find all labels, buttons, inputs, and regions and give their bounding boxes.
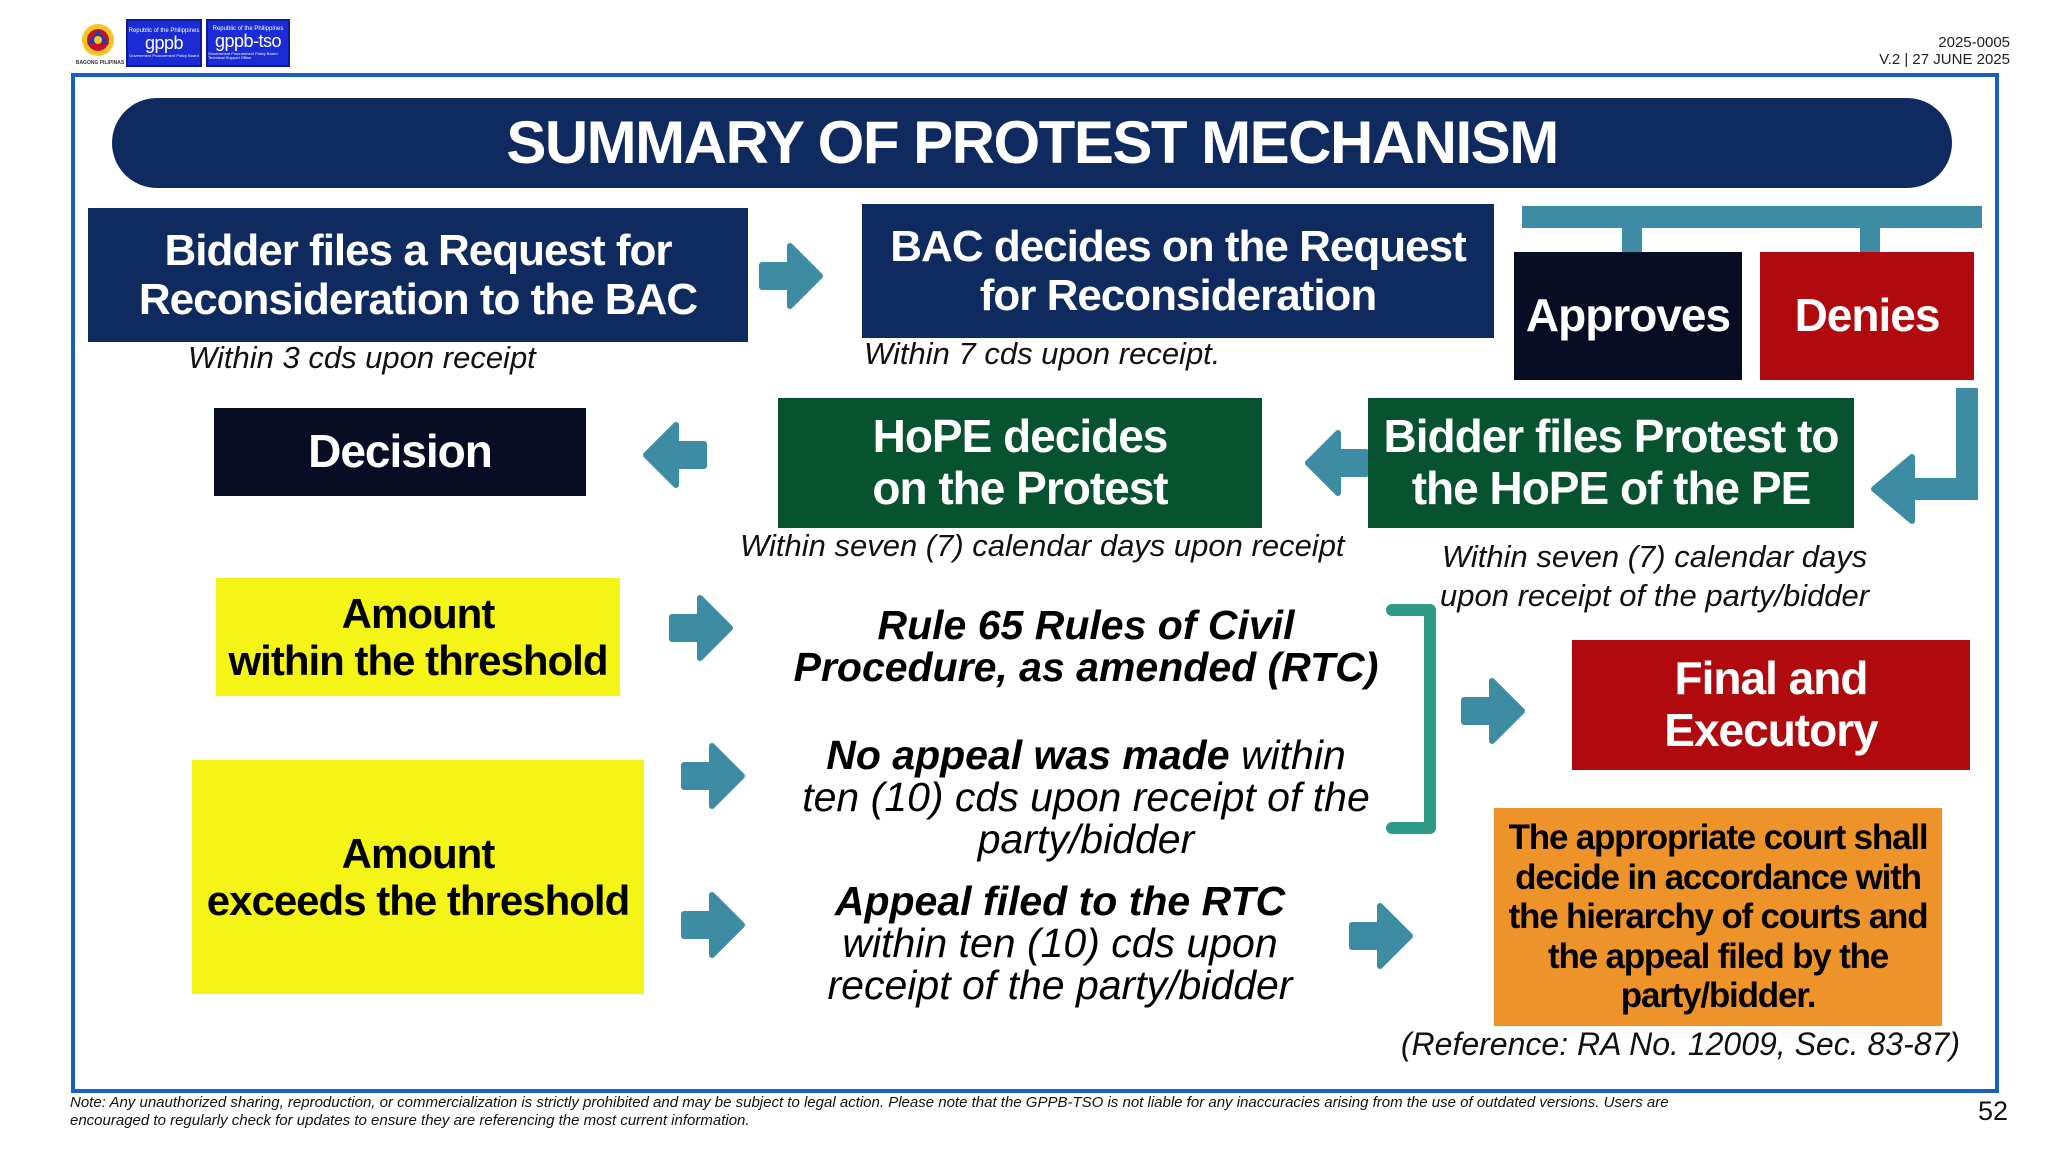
exceeds-threshold-box: Amount exceeds the threshold xyxy=(192,760,644,994)
page-title: SUMMARY OF PROTEST MECHANISM xyxy=(112,98,1952,188)
bac-decides-line2: for Reconsideration xyxy=(979,271,1378,320)
gppb-tso-logo-bottom: Government Procurement Policy Board Tech… xyxy=(208,50,278,60)
within-threshold-line1: Amount xyxy=(341,589,496,637)
court-line5: party/bidder. xyxy=(1620,976,1817,1016)
main-frame xyxy=(71,73,1999,1093)
approves-box: Approves xyxy=(1514,252,1742,380)
gppb-tso-logo-top: Republic of the Philippines xyxy=(212,26,284,33)
doc-version: V.2 | 27 JUNE 2025 xyxy=(1879,51,2010,68)
bagong-pilipinas-caption: BAGONG PILIPINAS xyxy=(75,60,125,66)
reference-text: (Reference: RA No. 12009, Sec. 83-87) xyxy=(1400,1026,1960,1062)
final-executory-box: Final and Executory xyxy=(1572,640,1970,770)
bac-timeline-caption: Within 7 cds upon receipt. xyxy=(864,336,1221,371)
footer-note-line1: Note: Any unauthorized sharing, reproduc… xyxy=(70,1094,1669,1111)
request-reconsideration-box: Bidder files a Request for Reconsiderati… xyxy=(88,208,748,342)
protest-timeline-caption: Within seven (7) calendar days upon rece… xyxy=(1440,538,1869,616)
arrow-down-left-icon xyxy=(1871,388,1978,524)
bac-decides-box: BAC decides on the Request for Reconside… xyxy=(862,204,1494,338)
no-appeal-bold: No appeal was made xyxy=(826,732,1230,778)
no-appeal-line3: party/bidder xyxy=(977,816,1195,863)
hope-decides-line2: on the Protest xyxy=(872,462,1168,514)
rule65-line2: Procedure, as amended (RTC) xyxy=(793,644,1379,691)
court-line4: the appeal filed by the xyxy=(1548,936,1889,976)
gppb-logo-top: Republic of the Philippines xyxy=(128,28,200,35)
gppb-tso-logo-name: gppb-tso xyxy=(214,31,282,52)
no-appeal-line2: ten (10) cds upon receipt of the xyxy=(802,774,1370,821)
rule65-line1: Rule 65 Rules of Civil xyxy=(877,602,1295,648)
bac-decides-line1: BAC decides on the Request xyxy=(890,221,1466,271)
gppb-tso-logo: Republic of the Philippines gppb-tso Gov… xyxy=(206,19,290,67)
page-number: 52 xyxy=(1977,1096,2008,1126)
appeal-bold: Appeal filed to the RTC xyxy=(834,878,1286,924)
rule65-text: Rule 65 Rules of Civil Procedure, as ame… xyxy=(766,602,1406,691)
bracket-icon xyxy=(1386,604,1436,834)
gppb-logo-name: gppb xyxy=(144,33,184,54)
final-executory-line2: Executory xyxy=(1664,704,1878,756)
arrow-right-icon xyxy=(684,895,742,955)
arrow-left-icon xyxy=(1308,433,1366,493)
doc-code: 2025-0005 xyxy=(1938,34,2010,51)
seal-icon xyxy=(76,18,120,70)
protest-to-hope-line1: Bidder files Protest to xyxy=(1383,410,1840,463)
header-logos: BAGONG PILIPINAS Republic of the Philipp… xyxy=(72,18,292,70)
footer-note: Note: Any unauthorized sharing, reproduc… xyxy=(70,1094,1930,1130)
court-line3: the hierarchy of courts and xyxy=(1508,897,1929,937)
appeal-text: Appeal filed to the RTC within ten (10) … xyxy=(740,880,1380,1007)
appeal-line2: within ten (10) cds upon xyxy=(842,920,1278,967)
footer-note-line2: encouraged to regularly check for update… xyxy=(70,1112,750,1129)
appropriate-court-box: The appropriate court shall decide in ac… xyxy=(1494,808,1942,1026)
hope-decides-box: HoPE decides on the Protest xyxy=(778,398,1262,528)
request-reconsideration-line2: Reconsideration to the BAC xyxy=(138,275,698,324)
no-appeal-text: No appeal was made within ten (10) cds u… xyxy=(766,734,1406,861)
exceeds-threshold-line2: exceeds the threshold xyxy=(206,877,630,924)
within-threshold-box: Amount within the threshold xyxy=(216,578,620,696)
court-line2: decide in accordance with xyxy=(1515,857,1922,897)
protest-timeline-line2: upon receipt of the party/bidder xyxy=(1440,577,1870,613)
court-line1: The appropriate court shall xyxy=(1508,818,1929,858)
no-appeal-rest: within xyxy=(1229,732,1346,778)
decision-box: Decision xyxy=(214,408,586,496)
arrow-right-icon xyxy=(684,746,742,806)
denies-box: Denies xyxy=(1760,252,1974,380)
arrow-right-icon xyxy=(762,246,820,306)
exceeds-threshold-line1: Amount xyxy=(341,829,496,877)
arrow-right-icon xyxy=(1464,681,1522,741)
gppb-logo: Republic of the Philippines gppb Governm… xyxy=(126,19,202,67)
protest-timeline-line1: Within seven (7) calendar days xyxy=(1441,539,1868,574)
gppb-logo-bottom: Government Procurement Policy Board xyxy=(129,52,199,58)
hope-timeline-caption: Within seven (7) calendar days upon rece… xyxy=(740,528,1345,563)
arrow-right-icon xyxy=(672,598,730,658)
arrow-left-icon xyxy=(646,425,704,485)
request-timeline-caption: Within 3 cds upon receipt xyxy=(188,340,536,375)
branch-connector xyxy=(1522,206,1982,252)
protest-to-hope-line2: the HoPE of the PE xyxy=(1411,462,1812,514)
protest-to-hope-box: Bidder files Protest to the HoPE of the … xyxy=(1368,398,1854,528)
within-threshold-line2: within the threshold xyxy=(228,637,609,684)
appeal-line3: receipt of the party/bidder xyxy=(827,962,1293,1009)
request-reconsideration-line1: Bidder files a Request for xyxy=(164,225,672,275)
final-executory-line1: Final and xyxy=(1674,652,1869,705)
hope-decides-line1: HoPE decides xyxy=(872,410,1169,463)
